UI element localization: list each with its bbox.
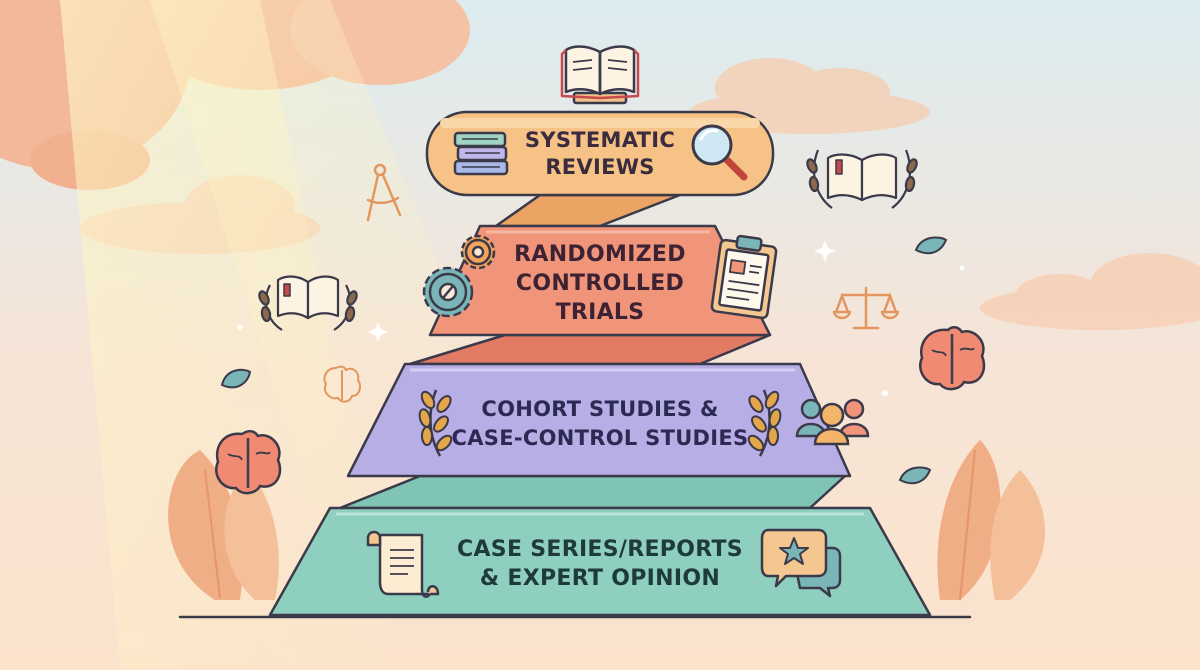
- gears-icon: [422, 234, 496, 318]
- tier-1-line-1: SYSTEMATIC: [524, 128, 676, 152]
- tier-1-line-2: REVIEWS: [545, 155, 655, 179]
- sparkles: [237, 240, 965, 396]
- tier-2-line-2: CONTROLLED: [515, 271, 685, 296]
- speech-bubble-star-icon: [760, 528, 842, 598]
- brain-icon-left: [215, 430, 282, 495]
- tier-cohort-case-control: COHORT STUDIES & CASE-CONTROL STUDIES: [430, 395, 770, 453]
- brain-outline-icon: [323, 365, 361, 403]
- tier-systematic-reviews: SYSTEMATIC REVIEWS: [500, 127, 700, 181]
- scales-icon: [832, 286, 900, 330]
- tier-3-line-1: COHORT STUDIES &: [481, 397, 719, 421]
- tier-4-line-2: & EXPERT OPINION: [479, 566, 721, 591]
- books-stack-icon: [453, 131, 509, 176]
- tier-1-shape: [425, 110, 775, 197]
- tier-3-line-2: CASE-CONTROL STUDIES: [451, 426, 749, 450]
- laurel-book-icon-right: [806, 149, 918, 209]
- laurel-wreath-icon-right: [747, 389, 782, 457]
- tier-randomized-controlled-trials: RANDOMIZED CONTROLLED TRIALS: [470, 240, 730, 327]
- brain-icon-right: [919, 326, 986, 391]
- clipboard-icon: [710, 234, 778, 320]
- tier-2-line-1: RANDOMIZED: [514, 242, 686, 267]
- magnifier-icon: [691, 124, 748, 181]
- laurel-book-icon-left: [258, 275, 358, 331]
- connector-3: [338, 474, 847, 510]
- tier-4-line-1: CASE SERIES/REPORTS: [457, 537, 743, 562]
- leaf-icons: [220, 236, 948, 485]
- open-book-icon: [560, 45, 640, 105]
- compass-icon: [366, 163, 402, 222]
- tier-case-series-expert-opinion: CASE SERIES/REPORTS & EXPERT OPINION: [430, 535, 770, 593]
- tier-2-line-3: TRIALS: [555, 300, 645, 325]
- tier-3-shape: [346, 362, 852, 478]
- right-foliage: [937, 440, 1045, 601]
- scroll-icon: [366, 530, 440, 598]
- laurel-wreath-icon-left: [418, 389, 453, 457]
- left-foliage: [168, 450, 279, 600]
- people-group-icon: [795, 398, 870, 446]
